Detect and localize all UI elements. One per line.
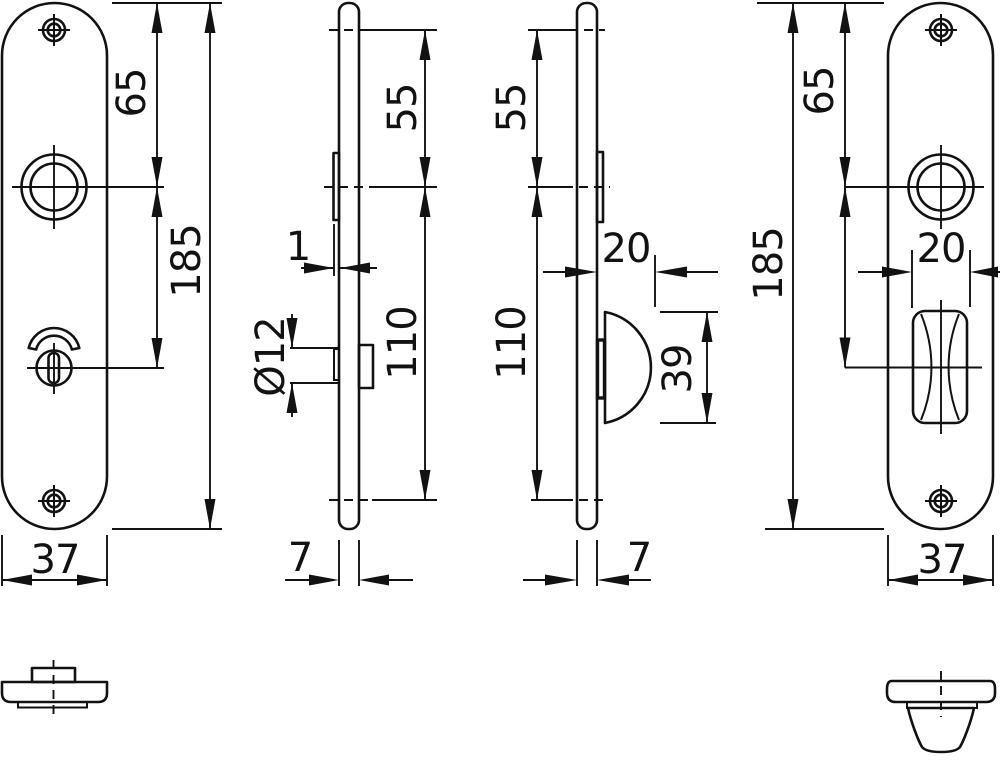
dim-label-185: 185 (746, 227, 792, 300)
dim-55-110-right-profile: 55 110 (489, 30, 543, 500)
dim-label-7: 7 (627, 535, 651, 581)
knob-neck-section (595, 338, 607, 400)
dim-label-7: 7 (288, 535, 312, 581)
knob-cap (885, 679, 997, 704)
dim-1-lip: 1 (286, 224, 377, 276)
turn-collar-section (333, 348, 340, 381)
dim-7-right-profile: 7 (523, 535, 652, 586)
dim-7-left-profile: 7 (285, 535, 413, 586)
dim-d12-spindle: Ø12 (248, 314, 339, 417)
dim-label-20: 20 (602, 226, 651, 272)
dim-label-37: 37 (918, 537, 967, 583)
right-plate-view: 65 185 20 37 (746, 1, 1000, 586)
collar-lip (17, 702, 88, 709)
turn-knob-front (845, 300, 982, 434)
plate-outline (0, 1, 109, 531)
dim-label-65: 65 (109, 69, 155, 118)
dim-label-d12: Ø12 (248, 317, 294, 396)
reference-centerlines (324, 29, 372, 501)
reference-centerlines (564, 29, 610, 501)
dim-label-185: 185 (164, 224, 210, 297)
dim-37-right: 37 (887, 535, 994, 586)
dim-185-right: 185 (746, 3, 884, 530)
screw-icon (925, 14, 957, 46)
screw-icon (925, 485, 957, 517)
left-plate-view: 65 185 37 (0, 1, 222, 586)
dim-65-left: 65 (109, 2, 222, 368)
dim-label-55: 55 (489, 84, 535, 133)
dim-65-right: 65 (757, 2, 884, 368)
plate-outline (886, 1, 995, 531)
handle-hole (12, 145, 164, 229)
dim-55-110-left-profile: 55 110 (380, 30, 431, 500)
dim-label-65: 65 (797, 67, 843, 116)
turn-knob-section (885, 671, 997, 754)
thumbturn (27, 326, 164, 394)
dim-label-110: 110 (489, 306, 535, 379)
right-profile-view: 55 110 20 39 7 (489, 1, 718, 586)
dim-39-knob-height: 39 (655, 311, 718, 424)
dim-20-knob-depth: 20 (543, 226, 718, 307)
plate-body (0, 680, 109, 704)
dim-37-left: 37 (1, 535, 108, 586)
dim-label-110: 110 (380, 306, 426, 379)
screw-icon (38, 14, 70, 46)
knob-grip (906, 706, 976, 754)
dim-label-55: 55 (380, 84, 426, 133)
screw-icon (38, 485, 70, 517)
turn-indicator-arc (27, 326, 81, 351)
dim-label-39: 39 (655, 345, 701, 394)
left-profile-view: 55 110 1 Ø12 7 (248, 1, 437, 586)
dim-label-37: 37 (31, 537, 80, 583)
dim-label-1: 1 (286, 224, 310, 270)
spindle-boss-section (357, 343, 375, 390)
hole-collar-section (332, 151, 341, 222)
profile-bar (575, 1, 599, 531)
knob-dome-section (603, 310, 653, 425)
plate-end-section (0, 660, 109, 714)
dim-185-left: 185 (112, 3, 222, 530)
handle-hole (845, 145, 984, 229)
dim-label-20: 20 (917, 226, 966, 272)
dim-20-knob-width: 20 (858, 226, 1000, 308)
